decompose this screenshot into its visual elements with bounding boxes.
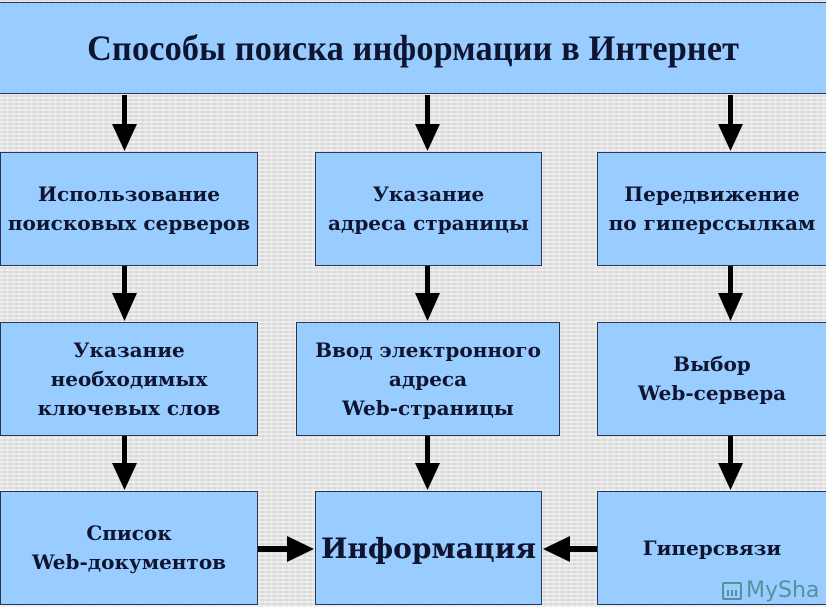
arrow-title-to-col1 [112, 95, 137, 151]
watermark-text: MySha [746, 578, 820, 603]
arrow-hyperconnections-to-information [543, 536, 597, 562]
box-enter-web-address: Ввод электронного адреса Web-страницы [296, 322, 560, 436]
box-keywords: Указание необходимых ключевых слов [0, 322, 258, 436]
diagram-title: Способы поиска информации в Интернет [86, 27, 740, 68]
arrow-web-documents-to-information [258, 536, 314, 562]
box-hyperlinks-navigation: Передвижение по гиперссылкам [597, 152, 826, 266]
box-search-servers-label: Использование поисковых серверов [7, 182, 251, 235]
watermark: MySha [722, 578, 819, 603]
box-enter-web-address-label: Ввод электронного адреса Web-страницы [315, 337, 541, 420]
box-information: Информация [315, 491, 542, 605]
box-keywords-label: Указание необходимых ключевых слов [37, 337, 221, 420]
diagram-title-box: Способы поиска информации в Интернет [0, 2, 826, 94]
arrow-col2-step2-to-information [415, 436, 440, 490]
box-web-server-choice-label: Выбор Web-сервера [637, 352, 787, 405]
box-search-servers: Использование поисковых серверов [0, 152, 258, 266]
box-hyperconnections-label: Гиперсвязи [642, 535, 782, 560]
box-web-documents-list-label: Список Web-документов [31, 521, 227, 574]
arrow-title-to-col3 [718, 95, 743, 151]
arrow-title-to-col2 [415, 95, 440, 151]
box-hyperconnections: Гиперсвязи [597, 491, 826, 605]
box-web-server-choice: Выбор Web-сервера [597, 322, 826, 436]
box-page-address: Указание адреса страницы [315, 152, 542, 266]
box-hyperlinks-navigation-label: Передвижение по гиперссылкам [608, 182, 816, 235]
arrow-col2-step1-to-step2 [415, 266, 440, 321]
box-page-address-label: Указание адреса страницы [328, 182, 529, 235]
box-information-label: Информация [320, 531, 537, 565]
presentation-chart-icon [722, 581, 742, 600]
arrow-col3-step1-to-step2 [718, 266, 743, 321]
arrow-col3-step2-to-step3 [718, 436, 743, 490]
arrow-col1-step2-to-step3 [112, 436, 137, 490]
box-web-documents-list: Список Web-документов [0, 491, 258, 605]
arrow-col1-step1-to-step2 [112, 266, 137, 321]
